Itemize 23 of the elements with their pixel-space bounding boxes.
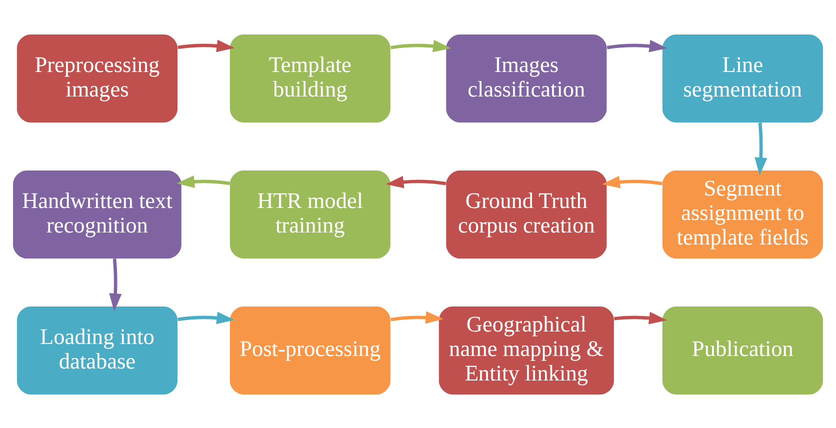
node-box: HTR model training	[230, 170, 390, 258]
node-box: Segment assignment to template fields	[662, 170, 823, 258]
arrow	[109, 258, 122, 311]
node-box: Images classification	[446, 34, 607, 122]
node-box: Handwritten text recognition	[13, 170, 182, 258]
arrow	[602, 175, 662, 188]
arrow	[754, 122, 768, 175]
node-box: Ground Truth corpus creation	[446, 170, 607, 258]
node-box: Preprocessing images	[16, 34, 178, 122]
arrow	[606, 39, 668, 52]
node-box: Template building	[230, 34, 390, 122]
node-box: Publication	[662, 306, 823, 394]
node-box: Loading into database	[16, 306, 178, 394]
node-box: Post-processing	[230, 306, 390, 394]
arrow	[178, 39, 235, 52]
arrow	[390, 310, 444, 324]
arrow	[176, 174, 230, 188]
node-box: Geographical name mapping & Entity linking	[438, 306, 614, 394]
arrow	[390, 39, 451, 52]
arrow	[178, 311, 235, 324]
arrow	[386, 175, 446, 188]
node-box: Line segmentation	[662, 34, 823, 122]
arrow	[614, 311, 667, 324]
